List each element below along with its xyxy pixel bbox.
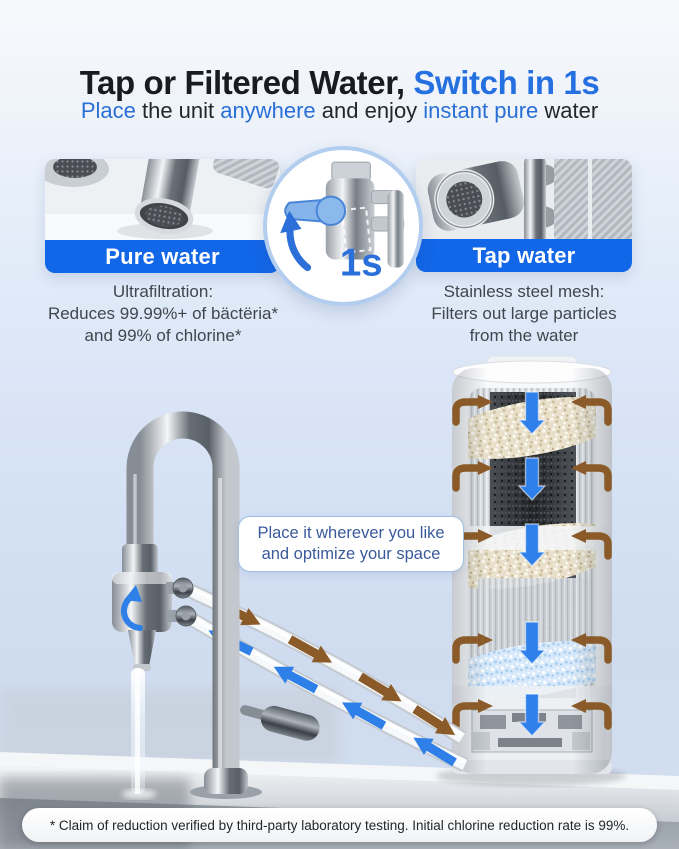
page-subtitle: Place the unit anywhere and enjoy instan… [0, 98, 679, 124]
pure-water-description: Ultrafiltration: Reduces 99.99%+ of bäct… [38, 281, 288, 347]
subtitle-part: Place [80, 98, 142, 123]
callout-line: and optimize your space [261, 545, 441, 563]
tap-water-label: Tap water [416, 239, 632, 272]
valve-handle-icon [284, 195, 347, 226]
rotate-arrow-icon [280, 210, 312, 272]
water-stream [122, 668, 156, 799]
pure-water-card: Pure water [45, 159, 280, 273]
filter-cutaway-illustration [436, 355, 626, 786]
tap-water-card: Tap water [416, 159, 632, 272]
kitchen-scene-illustration [0, 355, 679, 849]
subtitle-part: water [544, 98, 599, 123]
subtitle-part: instant pure [423, 98, 545, 123]
faucet-filter-unit [112, 544, 197, 671]
title-black: Tap or Filtered Water, [79, 64, 414, 102]
subtitle-part: anywhere [220, 98, 322, 123]
placement-callout: Place it wherever you like and optimize … [238, 516, 464, 572]
divert-rotate-arrow-icon [121, 585, 143, 631]
tap-water-photo [416, 159, 632, 239]
subtitle-part: the unit [141, 98, 221, 123]
desc-line: and 99% of chlorine* [84, 326, 242, 345]
diverter-valve-illustration: 1s [280, 161, 405, 285]
faucet-illustration [112, 411, 320, 799]
desc-line: from the water [469, 326, 579, 345]
pure-water-label: Pure water [45, 240, 280, 273]
valve-body-icon [325, 161, 405, 268]
desc-line: Filters out large particles [431, 304, 617, 323]
subtitle-part: and enjoy [321, 98, 424, 123]
switch-badge: 1s [263, 146, 423, 306]
inflow-hook-arrows [452, 395, 612, 730]
desc-line: Stainless steel mesh: [443, 282, 605, 301]
pure-water-photo [45, 159, 280, 240]
footnote: * Claim of reduction verified by third-p… [22, 808, 657, 842]
title-accent: Switch in 1s [413, 64, 600, 102]
tap-water-description: Stainless steel mesh: Filters out large … [398, 281, 650, 347]
faucet-handle [240, 705, 320, 741]
footnote-text: * Claim of reduction verified by third-p… [49, 817, 630, 833]
desc-line: Reduces 99.99%+ of bäctëria* [47, 304, 279, 323]
callout-line: Place it wherever you like [257, 524, 445, 542]
water-flow-down-arrows [517, 391, 547, 738]
page-title: Tap or Filtered Water, Switch in 1s [0, 64, 679, 102]
desc-line: Ultrafiltration: [112, 282, 214, 301]
switch-time-label: 1s [340, 242, 383, 285]
